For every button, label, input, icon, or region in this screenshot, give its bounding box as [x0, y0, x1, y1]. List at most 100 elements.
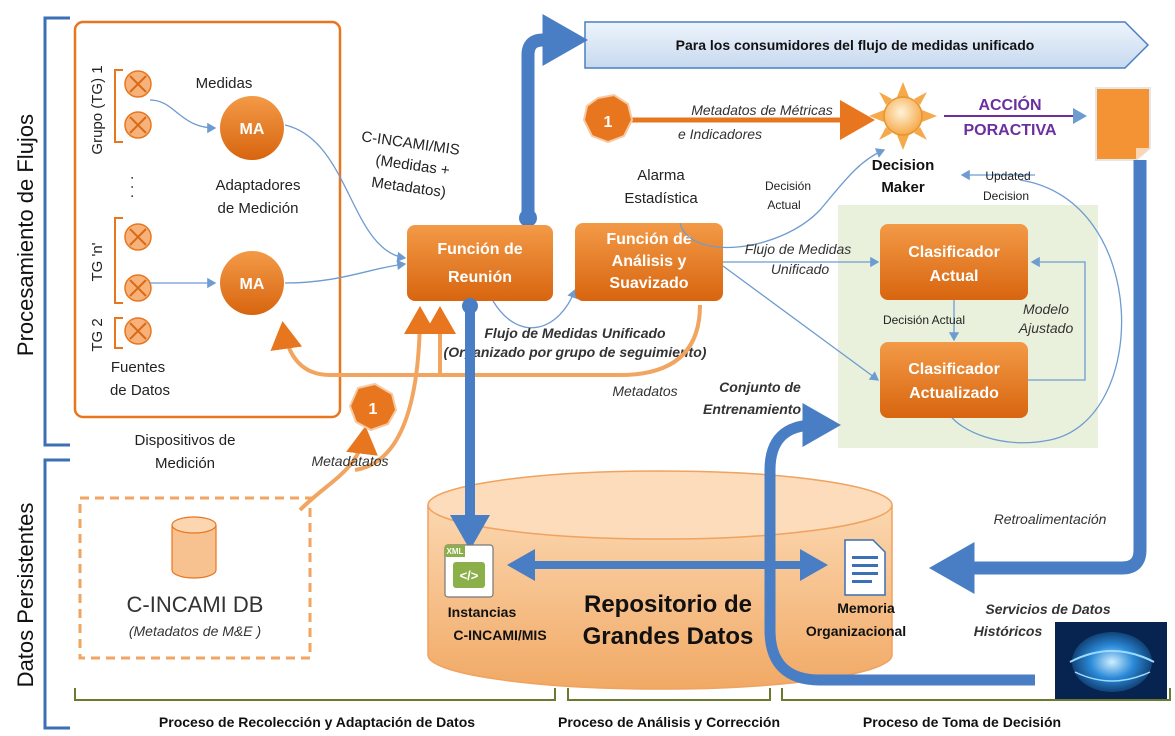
- group-tg1-label: Grupo (TG) 1: [89, 65, 106, 154]
- metadatatos-label: Metadatatos: [311, 453, 388, 469]
- document-icon: [844, 539, 886, 596]
- clasificador-actualizado-line2: Actualizado: [909, 385, 999, 402]
- conjunto-line2: Entrenamiento: [703, 401, 801, 417]
- retroalimentacion-label: Retroalimentación: [994, 511, 1107, 527]
- memoria-line1: Memoria: [837, 600, 895, 616]
- modelo-ajustado-2: Ajustado: [1018, 320, 1074, 336]
- sensor-icon: [124, 111, 152, 139]
- sensor-icon: [124, 274, 152, 302]
- fuentes-label: Fuentes: [111, 359, 165, 376]
- clasificador-actual-line1: Clasificador: [908, 244, 1000, 261]
- cincami-mis-label: C-INCAMI/MIS: [360, 128, 461, 159]
- metadata-badge-bottom: 1: [348, 382, 398, 432]
- funcion-analisis-line2: Análisis y: [612, 253, 687, 270]
- funcion-analisis-line1: Función de: [606, 231, 691, 248]
- db-to-reunion-arrow: [354, 306, 436, 472]
- funcion-analisis-line3: Suavizado: [609, 275, 688, 292]
- process-label-analisis: Proceso de Análisis y Corrección: [558, 714, 780, 730]
- group-tg2-label: TG 2: [89, 318, 106, 351]
- action-document-icon: [1095, 87, 1151, 161]
- ma-adapter-2: [220, 251, 284, 315]
- repo-title-line2: Grandes Datos: [583, 623, 754, 650]
- flujo-medidas-label-2: Unificado: [771, 261, 830, 277]
- funcion-analisis-box: [575, 223, 723, 301]
- db-name: C-INCAMI DB: [127, 592, 264, 617]
- clasificador-actualizado-box: [880, 342, 1028, 418]
- clasificador-actual-box: [880, 224, 1028, 300]
- sensor-icon: [124, 70, 152, 98]
- process-brackets: [74, 688, 1171, 701]
- side-label-procesamiento: Procesamiento de Flujos: [13, 114, 38, 356]
- metadatos-feedback-arrow: [270, 304, 702, 377]
- clasificador-actual-line2: Actual: [930, 268, 979, 285]
- source-sensors: [114, 69, 152, 349]
- repo-title-line1: Repositorio de: [584, 591, 752, 618]
- conjunto-line1: Conjunto de: [719, 379, 801, 395]
- alarm-to-decision-line: [679, 148, 886, 249]
- sensor-icon: [124, 223, 152, 251]
- instancias-line1: Instancias: [448, 604, 517, 620]
- servicios-line1: Servicios de Datos: [985, 601, 1110, 617]
- badge-bottom-label: 1: [369, 401, 378, 418]
- datos-label: de Datos: [110, 382, 170, 399]
- decision-maker-line1: Decision: [872, 157, 935, 174]
- process-label-decision: Proceso de Toma de Decisión: [863, 714, 1061, 730]
- instancias-line2: C-INCAMI/MIS: [453, 627, 546, 643]
- clasificador-actualizado-line1: Clasificador: [908, 361, 1000, 378]
- conjunto-training-arrow: [764, 403, 1035, 686]
- funcion-reunion-line2: Reunión: [448, 269, 512, 286]
- side-brackets: [43, 16, 70, 730]
- reunion-to-analisis-line: [492, 288, 578, 329]
- database-icon: [171, 516, 217, 579]
- updated-decision-2: Decision: [983, 189, 1029, 203]
- xml-tag: XML: [447, 547, 464, 556]
- alarma-label-1: Alarma: [637, 167, 685, 184]
- db-sub: (Metadatos de M&E ): [129, 623, 261, 639]
- modelo-ajustado-1: Modelo: [1023, 301, 1069, 317]
- updated-decision-1: Updated: [985, 169, 1030, 183]
- ma-adapter-1-label: MA: [240, 121, 265, 138]
- metadatos-label: Metadatos: [612, 383, 677, 399]
- retroalimentacion-arrow: [929, 160, 1147, 594]
- metadatos-metricas-line1: Metadatos de Métricas: [691, 102, 833, 118]
- flujo-unificado-label-1: Flujo de Medidas Unificado: [484, 325, 666, 341]
- decision-maker-line2: Maker: [881, 179, 925, 196]
- xml-file-icon: XML </>: [444, 544, 494, 598]
- funcion-reunion-line1: Función de: [437, 241, 522, 258]
- adapter-to-reunion-lines: [284, 124, 407, 284]
- reunion-to-consumers-arrow: [521, 14, 588, 218]
- ma-adapter-2-label: MA: [240, 276, 265, 293]
- adaptadores-label: Adaptadores: [215, 177, 300, 194]
- sensor-icon: [124, 317, 152, 345]
- accion-line2: PORACTIVA: [963, 122, 1056, 139]
- analisis-to-clasificador-actualizado: [722, 265, 880, 381]
- servicios-line2: Históricos: [974, 623, 1043, 639]
- medidas-label: Medidas: [196, 75, 253, 92]
- reunion-connector-dot: [519, 209, 537, 227]
- consumers-banner-label: Para los consumidores del flujo de medid…: [676, 37, 1035, 53]
- sensor-to-adapter-lines: [149, 99, 217, 289]
- alarma-label-2: Estadística: [624, 190, 698, 207]
- funcion-reunion-box: [407, 225, 553, 301]
- updated-decision-line: [949, 179, 1123, 444]
- flujo-unificado-label-2: (Organizado por grupo de seguimiento): [444, 344, 707, 360]
- de-medicion-label: de Medición: [218, 200, 299, 217]
- group-ellipsis: · · ·: [123, 175, 140, 198]
- memoria-line2: Organizacional: [806, 623, 906, 639]
- svg-text:</>: </>: [460, 568, 479, 583]
- modelo-ajustado-loop: [1028, 256, 1086, 381]
- metadatos-metricas-line2: e Indicadores: [678, 126, 762, 142]
- metadatos-paren-label: Metadatos): [370, 174, 447, 201]
- medicion-label: Medición: [155, 455, 215, 472]
- flujo-medidas-label-1: Flujo de Medidas: [745, 241, 852, 257]
- dispositivos-label: Dispositivos de: [135, 432, 236, 449]
- repository-cylinder: [427, 470, 893, 690]
- decision-actual-top-2: Actual: [767, 198, 800, 212]
- decision-maker-sun-icon: [869, 82, 937, 150]
- badge-top-label: 1: [604, 114, 613, 131]
- accion-line1: ACCIÓN: [978, 95, 1041, 114]
- metadata-badge-top: 1: [582, 93, 634, 144]
- ma-adapter-1: [220, 96, 284, 160]
- globe-image: [1055, 622, 1167, 700]
